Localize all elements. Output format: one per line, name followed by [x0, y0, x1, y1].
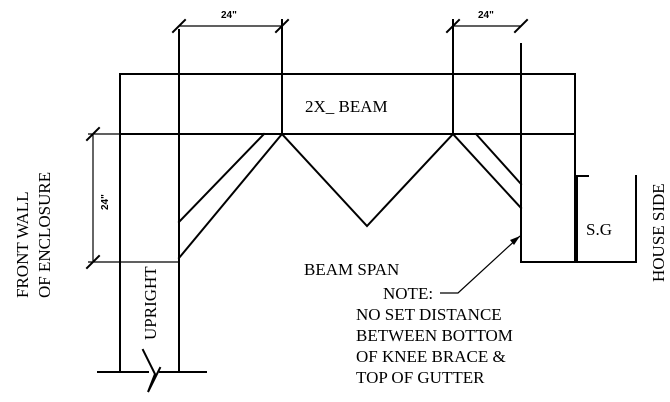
dimension-top-right-label: 24" [478, 10, 494, 21]
note-line-1: NO SET DISTANCE [356, 305, 502, 324]
note-line-4: TOP OF GUTTER [356, 368, 485, 387]
dimension-top-left [171, 18, 290, 135]
note-block: NOTE: NO SET DISTANCE BETWEEN BOTTOM OF … [356, 284, 513, 387]
house-side-post [520, 43, 576, 263]
front-wall-label-line1: FRONT WALL [13, 191, 32, 298]
beam-label: 2X_ BEAM [305, 97, 388, 116]
house-side-label: HOUSE SIDE [649, 183, 668, 282]
dimension-vertical [85, 126, 178, 270]
sg-label: S.G [586, 220, 612, 239]
note-line-3: OF KNEE BRACE & [356, 347, 506, 366]
dimension-vertical-label: 24" [100, 194, 111, 210]
left-knee-brace [177, 132, 284, 260]
upright-label: UPRIGHT [141, 266, 160, 340]
upright-post [97, 43, 207, 393]
dimension-top-right [445, 18, 529, 135]
note-line-2: BETWEEN BOTTOM [356, 326, 513, 345]
dimension-top-left-label: 24" [221, 10, 237, 21]
note-title: NOTE: [383, 284, 433, 303]
beam-span-v [280, 132, 455, 228]
right-knee-brace [451, 132, 523, 210]
beam [119, 73, 576, 373]
beam-span-label: BEAM SPAN [304, 260, 399, 279]
note-leader-arrow [440, 235, 521, 294]
gutter [576, 175, 637, 263]
front-wall-label-line2: OF ENCLOSURE [35, 172, 54, 298]
